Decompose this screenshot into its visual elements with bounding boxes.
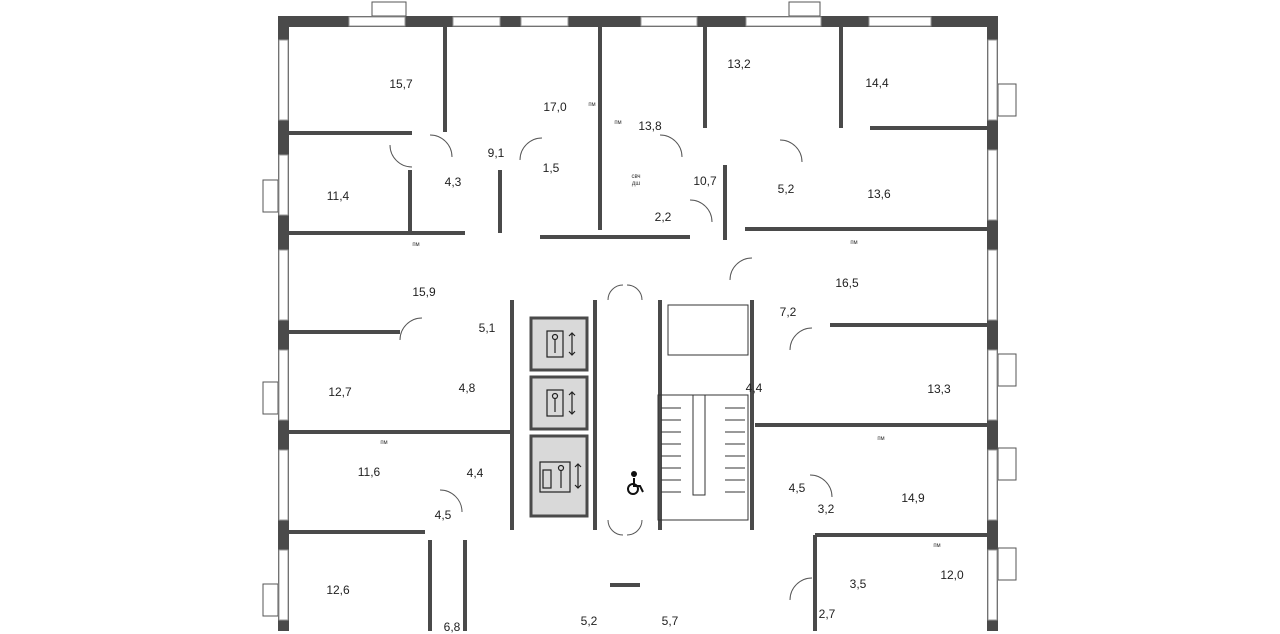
room-area-label: 5,2 (580, 614, 598, 628)
elevator-icon (546, 330, 576, 358)
microwave-label: свч (631, 174, 641, 180)
room-area-label: 12,7 (328, 385, 352, 399)
room-area-label: 6,8 (443, 620, 461, 634)
wheelchair-icon (627, 471, 644, 495)
room-area-label: 9,1 (487, 146, 505, 160)
fridge-label: пм (380, 440, 388, 446)
room-area-label: 5,1 (478, 321, 496, 335)
dishwasher-label: дш (631, 181, 641, 187)
room-area-label: 5,2 (777, 182, 795, 196)
room-area-label: 3,2 (817, 502, 835, 516)
doors (389, 134, 833, 601)
room-area-label: 10,7 (693, 174, 717, 188)
room-area-label: 2,2 (654, 210, 672, 224)
room-area-label: 4,5 (788, 481, 806, 495)
room-area-label: 4,5 (434, 508, 452, 522)
balconies (262, 1, 1017, 617)
room-area-label: 16,5 (835, 276, 859, 290)
room-area-label: 4,8 (458, 381, 476, 395)
stairs-icon (657, 304, 749, 521)
fridge-label: пм (412, 242, 420, 248)
room-area-label: 13,6 (867, 187, 891, 201)
fridge-label: пм (588, 102, 596, 108)
freight-elevator-icon (539, 461, 582, 493)
room-area-label: 4,4 (745, 381, 763, 395)
room-area-label: 4,3 (444, 175, 462, 189)
elevator-icons (539, 330, 582, 493)
room-area-label: 14,4 (865, 76, 889, 90)
interior-walls (289, 27, 987, 631)
room-area-label: 4,4 (466, 466, 484, 480)
room-area-label: 1,5 (542, 161, 560, 175)
fridge-label: пм (933, 543, 941, 549)
room-area-label: 12,0 (940, 568, 964, 582)
room-area-label: 13,2 (727, 57, 751, 71)
room-area-label: 15,7 (389, 77, 413, 91)
room-area-label: 14,9 (901, 491, 925, 505)
room-area-label: 11,6 (357, 465, 381, 479)
room-area-label: 13,3 (927, 382, 951, 396)
room-area-label: 11,4 (326, 189, 350, 203)
fridge-label: пм (614, 120, 622, 126)
windows (278, 16, 998, 621)
room-area-label: 2,7 (818, 607, 836, 621)
room-area-label: 12,6 (326, 583, 350, 597)
fridge-label: пм (850, 240, 858, 246)
elevator-icon (546, 389, 576, 417)
elevator-2 (529, 375, 589, 431)
room-area-label: 17,0 (543, 100, 567, 114)
room-area-label: 3,5 (849, 577, 867, 591)
outer-walls (278, 16, 998, 631)
room-area-label: 7,2 (779, 305, 797, 319)
elevator-1 (529, 316, 589, 372)
fridge-label: пм (877, 436, 885, 442)
room-area-label: 13,8 (638, 119, 662, 133)
room-area-label: 5,7 (661, 614, 679, 628)
room-area-label: 15,9 (412, 285, 436, 299)
